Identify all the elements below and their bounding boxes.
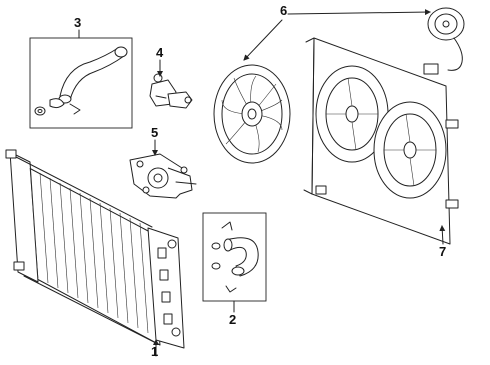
hose-kit-part <box>202 212 267 302</box>
callout-6: 6 <box>280 3 288 18</box>
upper-hose-part <box>29 37 133 129</box>
radiator-part <box>5 149 185 349</box>
leader-lines <box>78 9 446 357</box>
callout-4: 4 <box>156 45 164 60</box>
fan-blade-part <box>213 64 291 164</box>
fan-motor-part <box>423 7 465 75</box>
thermostat-part <box>149 73 193 109</box>
callout-7: 7 <box>439 244 447 259</box>
callout-3: 3 <box>74 15 82 30</box>
callout-2: 2 <box>229 312 237 327</box>
callout-1: 1 <box>151 344 159 359</box>
callout-5: 5 <box>151 125 159 140</box>
fan-shroud-part <box>303 37 459 245</box>
water-pump-part <box>129 153 197 199</box>
